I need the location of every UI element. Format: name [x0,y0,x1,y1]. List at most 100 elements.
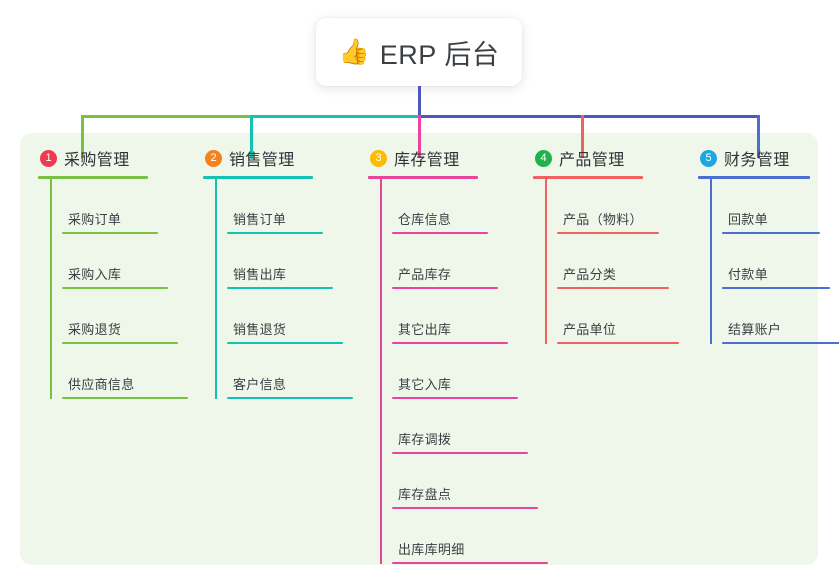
leaf-node[interactable]: 库存盘点 [392,454,548,509]
branch-title: 采购管理 [64,152,130,169]
leaf-underline [227,397,353,399]
leaf-label: 库存调拨 [398,432,452,447]
root-node-title: ERP 后台 [379,39,500,70]
leaf-label: 产品单位 [563,322,617,337]
branches-panel [20,133,818,565]
leaf-underline [227,232,323,234]
leaf-node[interactable]: 销售订单 [227,179,353,234]
leaf-label: 采购订单 [68,212,122,227]
leaf-underline [62,397,188,399]
branch-leaf-list: 采购订单采购入库采购退货供应商信息 [50,179,188,399]
branch-leaf-list: 销售订单销售出库销售退货客户信息 [215,179,353,399]
branch-spine [215,179,217,399]
branch-column-2: 2 销售管理销售订单销售出库销售退货客户信息 [203,146,353,399]
leaf-node[interactable]: 其它入库 [392,344,548,399]
leaf-underline [392,507,538,509]
branch-underline [533,176,643,179]
leaf-node[interactable]: 结算账户 [722,289,839,344]
leaf-underline [227,342,343,344]
leaf-label: 库存盘点 [398,487,452,502]
leaf-underline [722,287,830,289]
branch-title: 销售管理 [229,152,295,169]
branch-column-1: 1 采购管理采购订单采购入库采购退货供应商信息 [38,146,188,399]
branch-title: 产品管理 [559,152,625,169]
leaf-underline [392,287,498,289]
connector-bar-segment-1 [80,115,253,118]
leaf-underline [392,397,518,399]
leaf-label: 销售退货 [233,322,287,337]
thumbs-up-icon: 👍 [338,37,370,66]
branch-spine [380,179,382,564]
branch-number-badge: 4 [535,149,552,167]
branch-column-5: 5 财务管理回款单付款单结算账户 [698,146,839,344]
leaf-node[interactable]: 采购订单 [62,179,188,234]
leaf-node[interactable]: 供应商信息 [62,344,188,399]
root-node-content: 👍 ERP 后台 [339,33,500,72]
leaf-label: 产品分类 [563,267,617,282]
leaf-underline [557,232,659,234]
leaf-label: 产品库存 [398,267,452,282]
leaf-underline [392,452,528,454]
leaf-label: 供应商信息 [68,377,135,392]
connector-stem-1 [80,115,84,158]
leaf-label: 客户信息 [233,377,287,392]
branch-leaf-list: 仓库信息产品库存其它出库其它入库库存调拨库存盘点出库库明细 [380,179,548,564]
branch-spine [710,179,712,344]
branch-leaf-list: 产品（物料） 产品分类产品单位 [545,179,679,344]
leaf-node[interactable]: 付款单 [722,234,839,289]
leaf-underline [227,287,333,289]
branch-underline [698,176,810,179]
leaf-node[interactable]: 其它出库 [392,289,548,344]
leaf-node[interactable]: 采购入库 [62,234,188,289]
leaf-node[interactable]: 采购退货 [62,289,188,344]
branch-underline [38,176,148,179]
leaf-label: 采购入库 [68,267,122,282]
branch-number-badge: 2 [205,149,222,167]
branch-title: 财务管理 [724,152,790,169]
leaf-label: 销售出库 [233,267,287,282]
leaf-label: 出库库明细 [398,542,465,557]
branch-number-badge: 5 [700,149,717,167]
leaf-label: 采购退货 [68,322,122,337]
root-node-card[interactable]: 👍 ERP 后台 [316,18,522,86]
leaf-label: 结算账户 [728,322,782,337]
connector-bar-segment-2 [249,115,421,118]
leaf-node[interactable]: 产品库存 [392,234,548,289]
branch-number-badge: 1 [40,149,57,167]
branch-header-1[interactable]: 1 采购管理 [38,146,188,170]
leaf-label: 付款单 [728,267,768,282]
leaf-node[interactable]: 客户信息 [227,344,353,399]
leaf-node[interactable]: 产品（物料） [557,179,679,234]
leaf-label: 仓库信息 [398,212,452,227]
leaf-underline [392,342,508,344]
connector-stem-4 [580,115,584,158]
leaf-node[interactable]: 仓库信息 [392,179,548,234]
branch-header-5[interactable]: 5 财务管理 [698,146,839,170]
leaf-node[interactable]: 销售出库 [227,234,353,289]
leaf-node[interactable]: 库存调拨 [392,399,548,454]
leaf-underline [392,232,488,234]
root-stem-line [417,86,421,118]
connector-stem-5 [756,115,760,158]
branch-header-4[interactable]: 4 产品管理 [533,146,679,170]
leaf-underline [557,342,679,344]
leaf-node[interactable]: 销售退货 [227,289,353,344]
leaf-underline [62,287,168,289]
branch-number-badge: 3 [370,149,387,167]
branch-underline [203,176,313,179]
connector-stem-2 [249,115,253,158]
connector-stem-3 [417,115,421,158]
leaf-underline [392,562,548,564]
leaf-node[interactable]: 出库库明细 [392,509,548,564]
leaf-label: 其它出库 [398,322,452,337]
leaf-label: 其它入库 [398,377,452,392]
branch-spine [50,179,52,399]
leaf-node[interactable]: 回款单 [722,179,839,234]
leaf-node[interactable]: 产品分类 [557,234,679,289]
leaf-underline [62,342,178,344]
leaf-underline [722,342,839,344]
leaf-node[interactable]: 产品单位 [557,289,679,344]
branch-header-2[interactable]: 2 销售管理 [203,146,353,170]
